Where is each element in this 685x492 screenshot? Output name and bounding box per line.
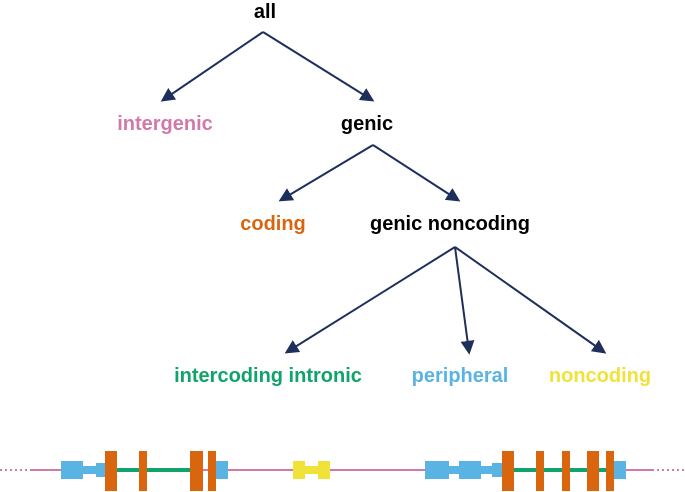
gene2-exon-2 xyxy=(536,451,544,491)
node-genic-noncoding: genic noncoding xyxy=(370,213,530,235)
gene1-utr-connector xyxy=(83,466,96,474)
gene2-exon-4 xyxy=(587,451,599,491)
gene2-utr-right xyxy=(614,461,626,479)
arrow-all-to-genic xyxy=(262,31,375,102)
node-intergenic: intergenic xyxy=(117,113,213,135)
gene1-utr-left xyxy=(61,461,83,479)
arrow-genic-noncoding-to-noncoding xyxy=(454,246,607,354)
gene2-utr-left xyxy=(425,461,449,479)
node-all: all xyxy=(253,1,277,23)
gene1-exon-2 xyxy=(139,451,147,491)
arrow-all-to-intergenic xyxy=(160,31,264,102)
node-peripheral: peripheral xyxy=(411,365,509,387)
noncoding-block-left xyxy=(293,461,305,479)
node-intercoding-intronic: intercoding intronic xyxy=(174,365,362,387)
arrow-genic-to-genic-noncoding xyxy=(372,144,461,202)
arrow-genic-noncoding-to-peripheral xyxy=(454,246,475,355)
gene1-exon-4 xyxy=(208,451,216,491)
arrow-genic-to-coding xyxy=(278,144,374,202)
gene1-exon-1 xyxy=(105,451,117,491)
gene2-utr-connector-2 xyxy=(481,466,492,474)
gene1-utr-right xyxy=(216,461,228,479)
node-genic: genic xyxy=(340,113,394,135)
noncoding-connector xyxy=(305,466,318,474)
gene2-utr-mid xyxy=(459,461,481,479)
gene-structure-track xyxy=(0,451,685,491)
gene2-utr-small xyxy=(492,463,502,477)
gene2-exon-5 xyxy=(606,451,614,491)
gene1-exon-3 xyxy=(190,451,203,491)
arrow-genic-noncoding-to-intercoding-intronic xyxy=(284,246,456,354)
gene2-utr-connector-1 xyxy=(449,466,459,474)
gene2-exon-3 xyxy=(562,451,570,491)
node-coding: coding xyxy=(240,213,306,235)
gene1-utr-small xyxy=(96,463,105,477)
noncoding-block-right xyxy=(318,461,330,479)
node-noncoding: noncoding xyxy=(548,365,652,387)
gene2-exon-1 xyxy=(502,451,514,491)
